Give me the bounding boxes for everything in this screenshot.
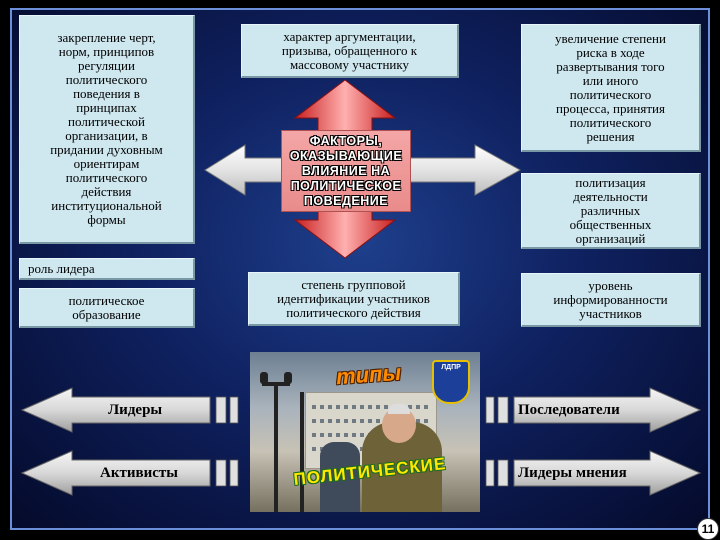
box-group-identification: степень групповой идентификации участник…: [248, 272, 460, 326]
box-institutional-form: закрепление черт, норм, принципов регуля…: [19, 15, 195, 244]
box-risk-increase: увеличение степени риска в ходе разверты…: [521, 24, 701, 152]
box-politicization: политизация деятельности различных общес…: [521, 173, 701, 249]
label-followers: Последователи: [518, 402, 620, 419]
ldpr-logo: ЛДПР: [432, 360, 470, 404]
label-opinion-leaders: Лидеры мнения: [518, 465, 627, 482]
box-leader-role: роль лидера: [19, 258, 195, 280]
box-political-education: политическое образование: [19, 288, 195, 328]
types-title: типы: [335, 360, 402, 390]
center-factors-box: ФАКТОРЫ, ОКАЗЫВАЮЩИЕ ВЛИЯНИЕ НА ПОЛИТИЧЕ…: [281, 130, 411, 212]
box-awareness-level: уровень информированности участников: [521, 273, 701, 327]
box-argumentation: характер аргументации, призыва, обращенн…: [241, 24, 459, 78]
page-number: 11: [697, 518, 719, 540]
label-activists: Активисты: [100, 465, 178, 482]
ldpr-logo-text: ЛДПР: [441, 364, 461, 371]
label-leaders: Лидеры: [108, 402, 162, 419]
photo-lamp-post: [274, 382, 278, 512]
